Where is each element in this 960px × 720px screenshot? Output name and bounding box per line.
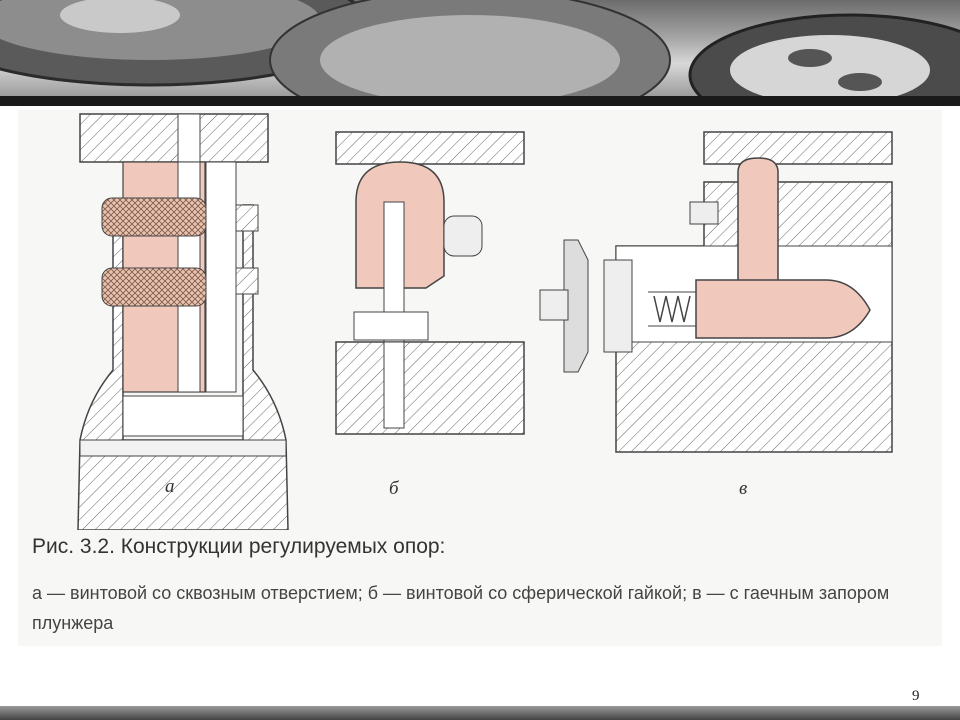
gear-banner-image [0, 0, 960, 106]
label-b: б [389, 478, 399, 499]
gear-left [0, 0, 372, 87]
footer-bar [0, 706, 960, 720]
drawing-b [335, 131, 525, 435]
gear-center [269, 0, 671, 106]
drawing-a [77, 113, 289, 530]
figure-caption-description: а — винтовой со сквозным отверстием; б —… [32, 583, 890, 633]
mechanical-drawing [77, 113, 893, 530]
gear-right [688, 13, 960, 106]
label-a: а [165, 476, 175, 497]
figure-caption-title: Рис. 3.2. Конструкции регулируемых опор: [32, 535, 446, 558]
page-number: 9 [912, 688, 920, 704]
banner-edge [0, 96, 960, 106]
label-c: в [739, 478, 748, 499]
figure-panel: а б в Рис. 3.2. Конструкции регулируемых… [18, 110, 942, 646]
drawing-c [539, 131, 893, 453]
